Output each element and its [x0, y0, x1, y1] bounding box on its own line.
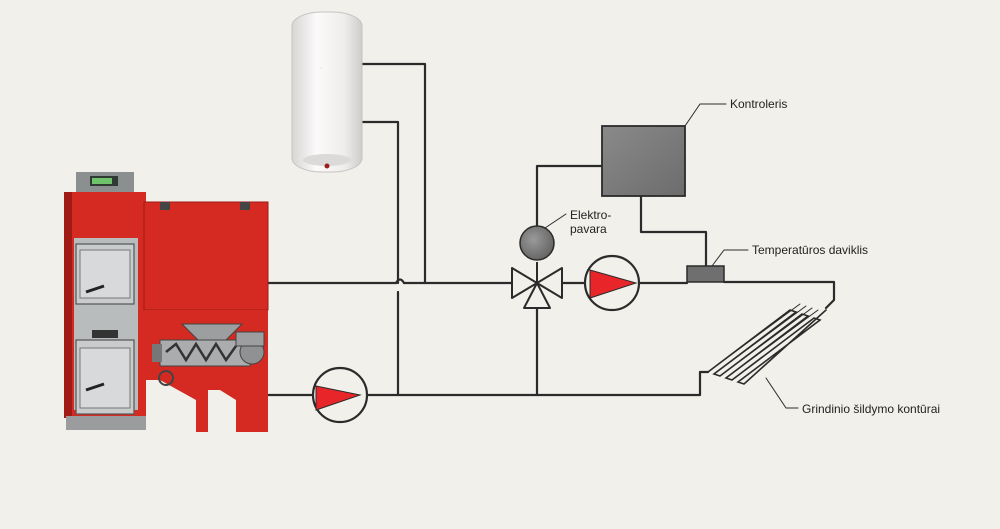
leader-actuator [544, 213, 567, 229]
controller-valve-wire [535, 164, 604, 228]
actuator-label-line2: pavara [570, 222, 607, 236]
crossover-bump [394, 278, 406, 285]
pipes [266, 62, 836, 409]
loop-supply-pipe [638, 280, 836, 310]
mixing-circuit-pump [583, 254, 641, 312]
return-pipe-right [366, 370, 710, 397]
three-way-valve [511, 262, 563, 309]
controller-sensor-wire [639, 194, 708, 268]
hot-water-tank: ▫ [291, 11, 363, 173]
svg-text:▫: ▫ [320, 66, 322, 72]
leader-floor [765, 377, 799, 409]
floor-heating-coils [707, 303, 827, 385]
tank-top-pipe [360, 62, 427, 285]
leader-sensor [711, 249, 749, 267]
leader-controller [684, 103, 727, 127]
pellet-boiler [64, 172, 269, 432]
controller-box [601, 125, 686, 197]
temperature-sensor-label: Temperatūros daviklis [752, 243, 869, 257]
return-pump [311, 366, 369, 424]
floor-circuits-label: Grindinio šildymo kontūrai [802, 402, 941, 416]
actuator-label-line1: Elektro- [570, 208, 612, 222]
temperature-sensor [686, 265, 725, 283]
electric-actuator [519, 225, 555, 261]
controller-label: Kontroleris [730, 97, 788, 111]
tank-bottom-pipe [360, 120, 400, 285]
